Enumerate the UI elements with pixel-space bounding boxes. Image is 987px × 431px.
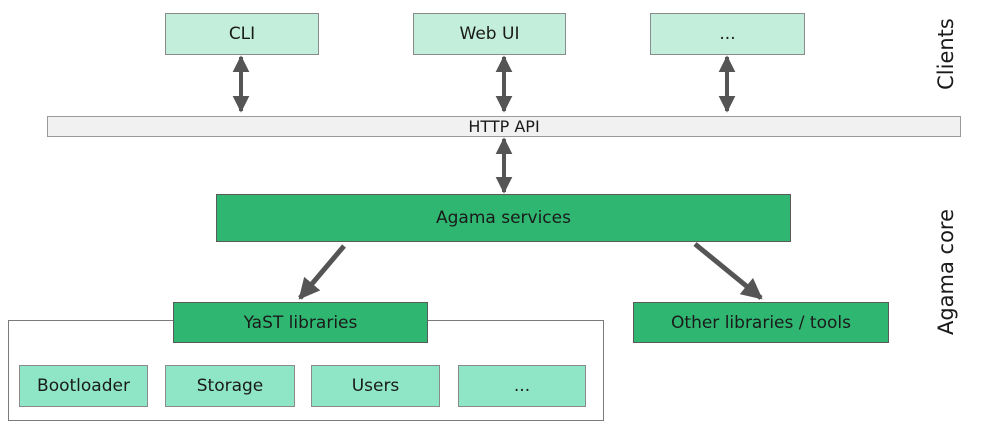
agama-services-box: Agama services xyxy=(216,194,791,242)
arrow-services-other xyxy=(693,242,763,300)
client-more-box: ... xyxy=(650,13,805,55)
other-libraries-box: Other libraries / tools xyxy=(633,302,889,343)
clients-layer-label: Clients xyxy=(934,18,958,90)
client-cli-label: CLI xyxy=(228,24,256,44)
module-bootloader-box: Bootloader xyxy=(19,365,148,407)
client-webui-label: Web UI xyxy=(459,24,520,44)
yast-libraries-label: YaST libraries xyxy=(243,312,358,333)
http-api-label: HTTP API xyxy=(468,117,540,136)
client-more-label: ... xyxy=(719,24,736,44)
module-users-box: Users xyxy=(311,365,440,407)
http-api-bar: HTTP API xyxy=(47,116,961,137)
module-more-box: ... xyxy=(458,365,586,407)
arrow-services-yast xyxy=(298,244,346,300)
module-bootloader-label: Bootloader xyxy=(37,376,130,396)
agama-services-label: Agama services xyxy=(436,208,571,228)
other-libraries-label: Other libraries / tools xyxy=(671,312,851,333)
client-webui-box: Web UI xyxy=(413,13,566,55)
module-storage-label: Storage xyxy=(196,376,264,396)
module-more-label: ... xyxy=(513,376,531,396)
agama-core-layer-label: Agama core xyxy=(934,208,958,336)
module-users-label: Users xyxy=(351,376,400,396)
client-cli-box: CLI xyxy=(165,13,319,55)
module-storage-box: Storage xyxy=(165,365,295,407)
yast-libraries-box: YaST libraries xyxy=(173,302,428,343)
